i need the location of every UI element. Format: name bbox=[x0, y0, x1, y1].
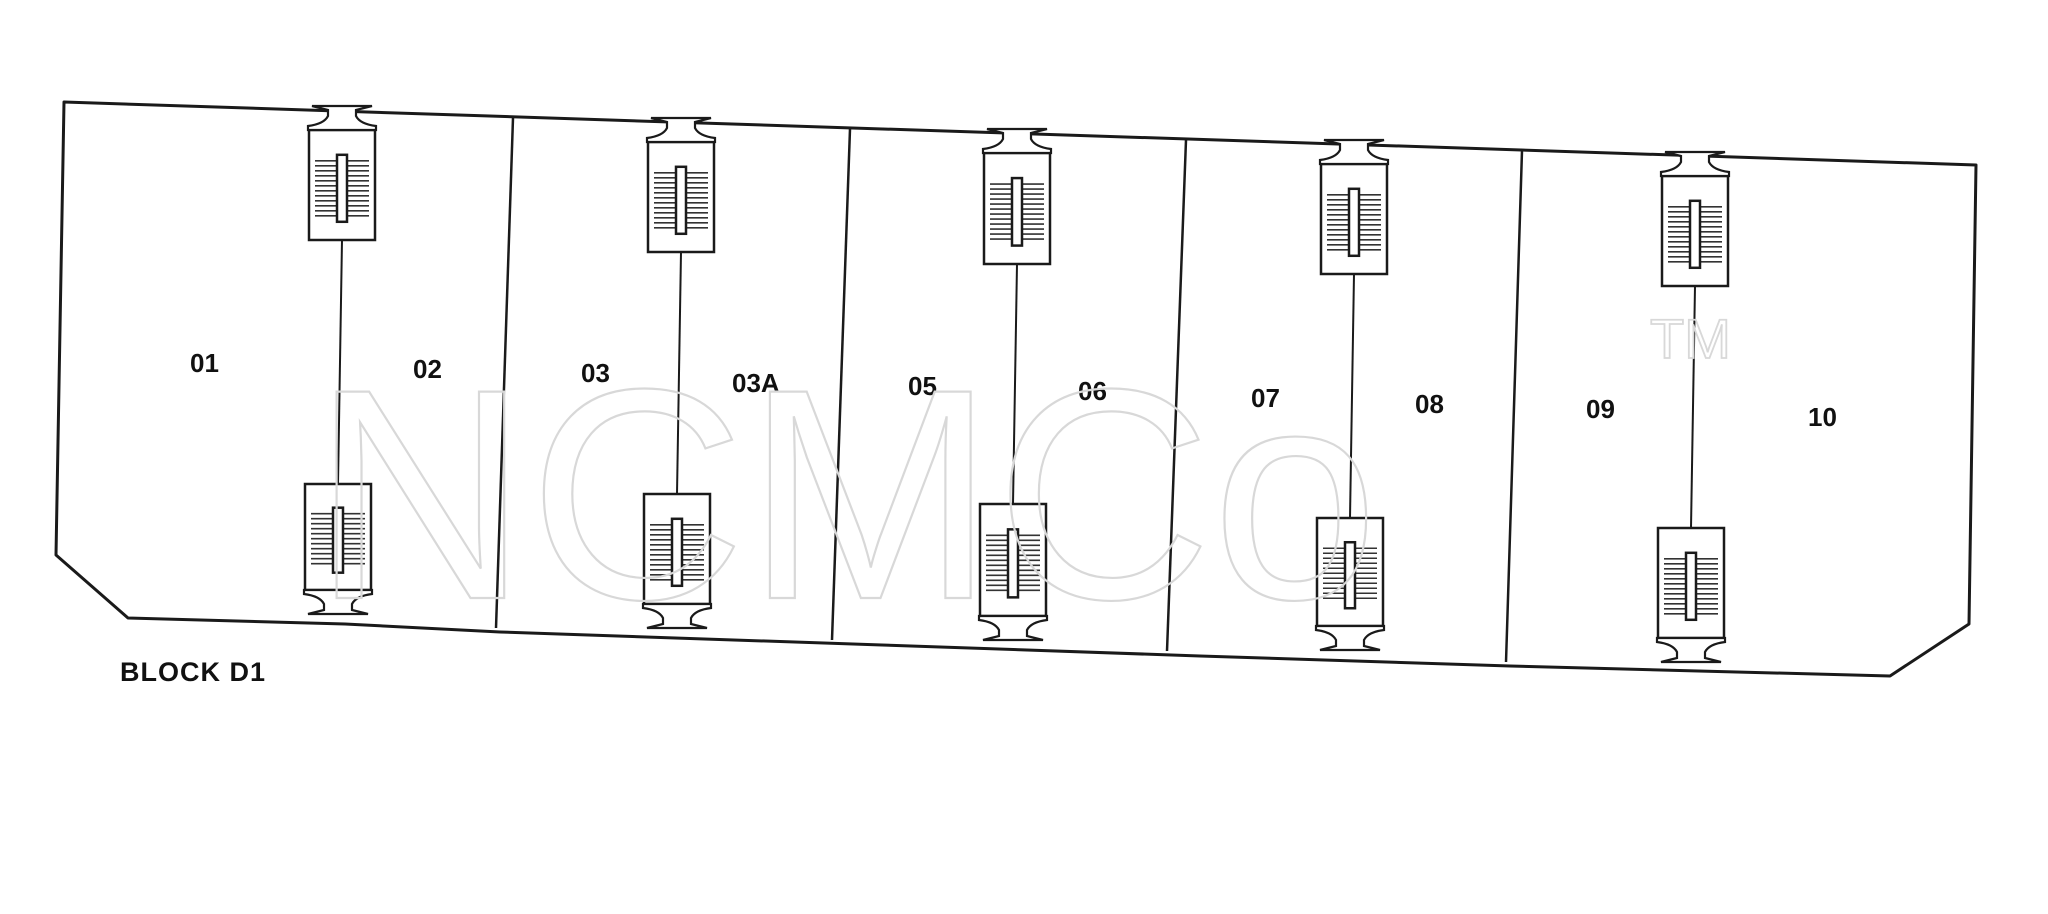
dividing-wall bbox=[830, 128, 852, 641]
dividing-wall bbox=[494, 117, 515, 629]
stair-entry bbox=[981, 127, 1053, 155]
dividing-wall bbox=[1165, 139, 1188, 652]
block-label: BLOCK D1 bbox=[120, 657, 266, 687]
unit-partition bbox=[337, 239, 343, 485]
stair-newel bbox=[670, 517, 684, 588]
staircase bbox=[302, 104, 378, 616]
stair-entry bbox=[1655, 636, 1727, 664]
dividing-wall bbox=[1504, 150, 1524, 663]
unit-label-03a: 03A bbox=[732, 368, 780, 398]
staircase bbox=[641, 116, 717, 630]
stair-newel bbox=[331, 506, 345, 574]
stair-newel bbox=[1006, 528, 1020, 599]
staircase bbox=[1655, 150, 1731, 664]
building-outline bbox=[54, 100, 1978, 678]
unit-label-05: 05 bbox=[908, 371, 937, 401]
stair-newel bbox=[1684, 551, 1698, 622]
unit-partitions bbox=[337, 239, 1696, 529]
stair-entry bbox=[1318, 138, 1390, 166]
stair-entry bbox=[306, 104, 378, 132]
stair-entry bbox=[641, 602, 713, 630]
stair-newel bbox=[1343, 540, 1357, 610]
unit-label-03: 03 bbox=[581, 358, 610, 388]
staircase bbox=[977, 127, 1053, 642]
unit-partition bbox=[1349, 273, 1355, 519]
unit-label-01: 01 bbox=[190, 348, 219, 378]
stair-entry bbox=[1314, 624, 1386, 652]
stair-entry bbox=[645, 116, 717, 144]
stair-newel bbox=[335, 153, 349, 224]
stair-entry bbox=[1659, 150, 1731, 178]
walls bbox=[494, 117, 1524, 663]
stair-entry bbox=[977, 614, 1049, 642]
stair-newel bbox=[1347, 187, 1361, 258]
unit-partition bbox=[1012, 263, 1018, 505]
stair-newel bbox=[1010, 176, 1024, 247]
unit-label-07: 07 bbox=[1251, 383, 1280, 413]
unit-label-08: 08 bbox=[1415, 389, 1444, 419]
unit-label-09: 09 bbox=[1586, 394, 1615, 424]
unit-label-10: 10 bbox=[1808, 402, 1837, 432]
stair-newel bbox=[1688, 199, 1702, 270]
stair-newel bbox=[674, 165, 688, 236]
unit-label-02: 02 bbox=[413, 354, 442, 384]
unit-label-06: 06 bbox=[1078, 376, 1107, 406]
watermark-tm: TM bbox=[1650, 307, 1731, 370]
unit-partition bbox=[676, 251, 682, 495]
unit-partition bbox=[1690, 285, 1696, 529]
stair-entry bbox=[302, 588, 374, 616]
staircases bbox=[302, 104, 1731, 664]
staircase bbox=[1314, 138, 1390, 652]
watermark-text: NCMCo bbox=[312, 326, 1379, 662]
